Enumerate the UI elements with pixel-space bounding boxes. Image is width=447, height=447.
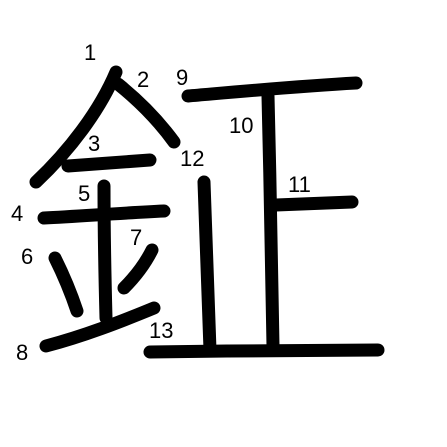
stroke-10 [261,89,280,353]
stroke-5 [97,179,113,325]
stroke-number-8: 8 [16,340,28,365]
stroke-number-2: 2 [137,67,149,92]
stroke-1 [29,65,123,189]
stroke-number-11: 11 [288,172,311,197]
stroke-number-7: 7 [130,225,142,250]
stroke-12 [197,175,217,357]
stroke-number-9: 9 [176,65,188,90]
stroke-number-5: 5 [78,181,90,206]
stroke-number-4: 4 [11,201,23,226]
stroke-8 [39,301,161,353]
stroke-number-13: 13 [149,318,173,343]
stroke-number-10: 10 [229,113,253,138]
stroke-11 [269,195,359,212]
stroke-13 [143,343,385,359]
stroke-2 [111,77,181,149]
stroke-9 [181,76,363,103]
stroke-number-12: 12 [180,146,204,171]
stroke-3 [61,153,157,173]
stroke-number-3: 3 [88,131,100,156]
stroke-number-6: 6 [21,244,33,269]
stroke-6 [48,251,84,318]
stroke-7 [117,243,159,295]
stroke-number-1: 1 [84,40,96,65]
